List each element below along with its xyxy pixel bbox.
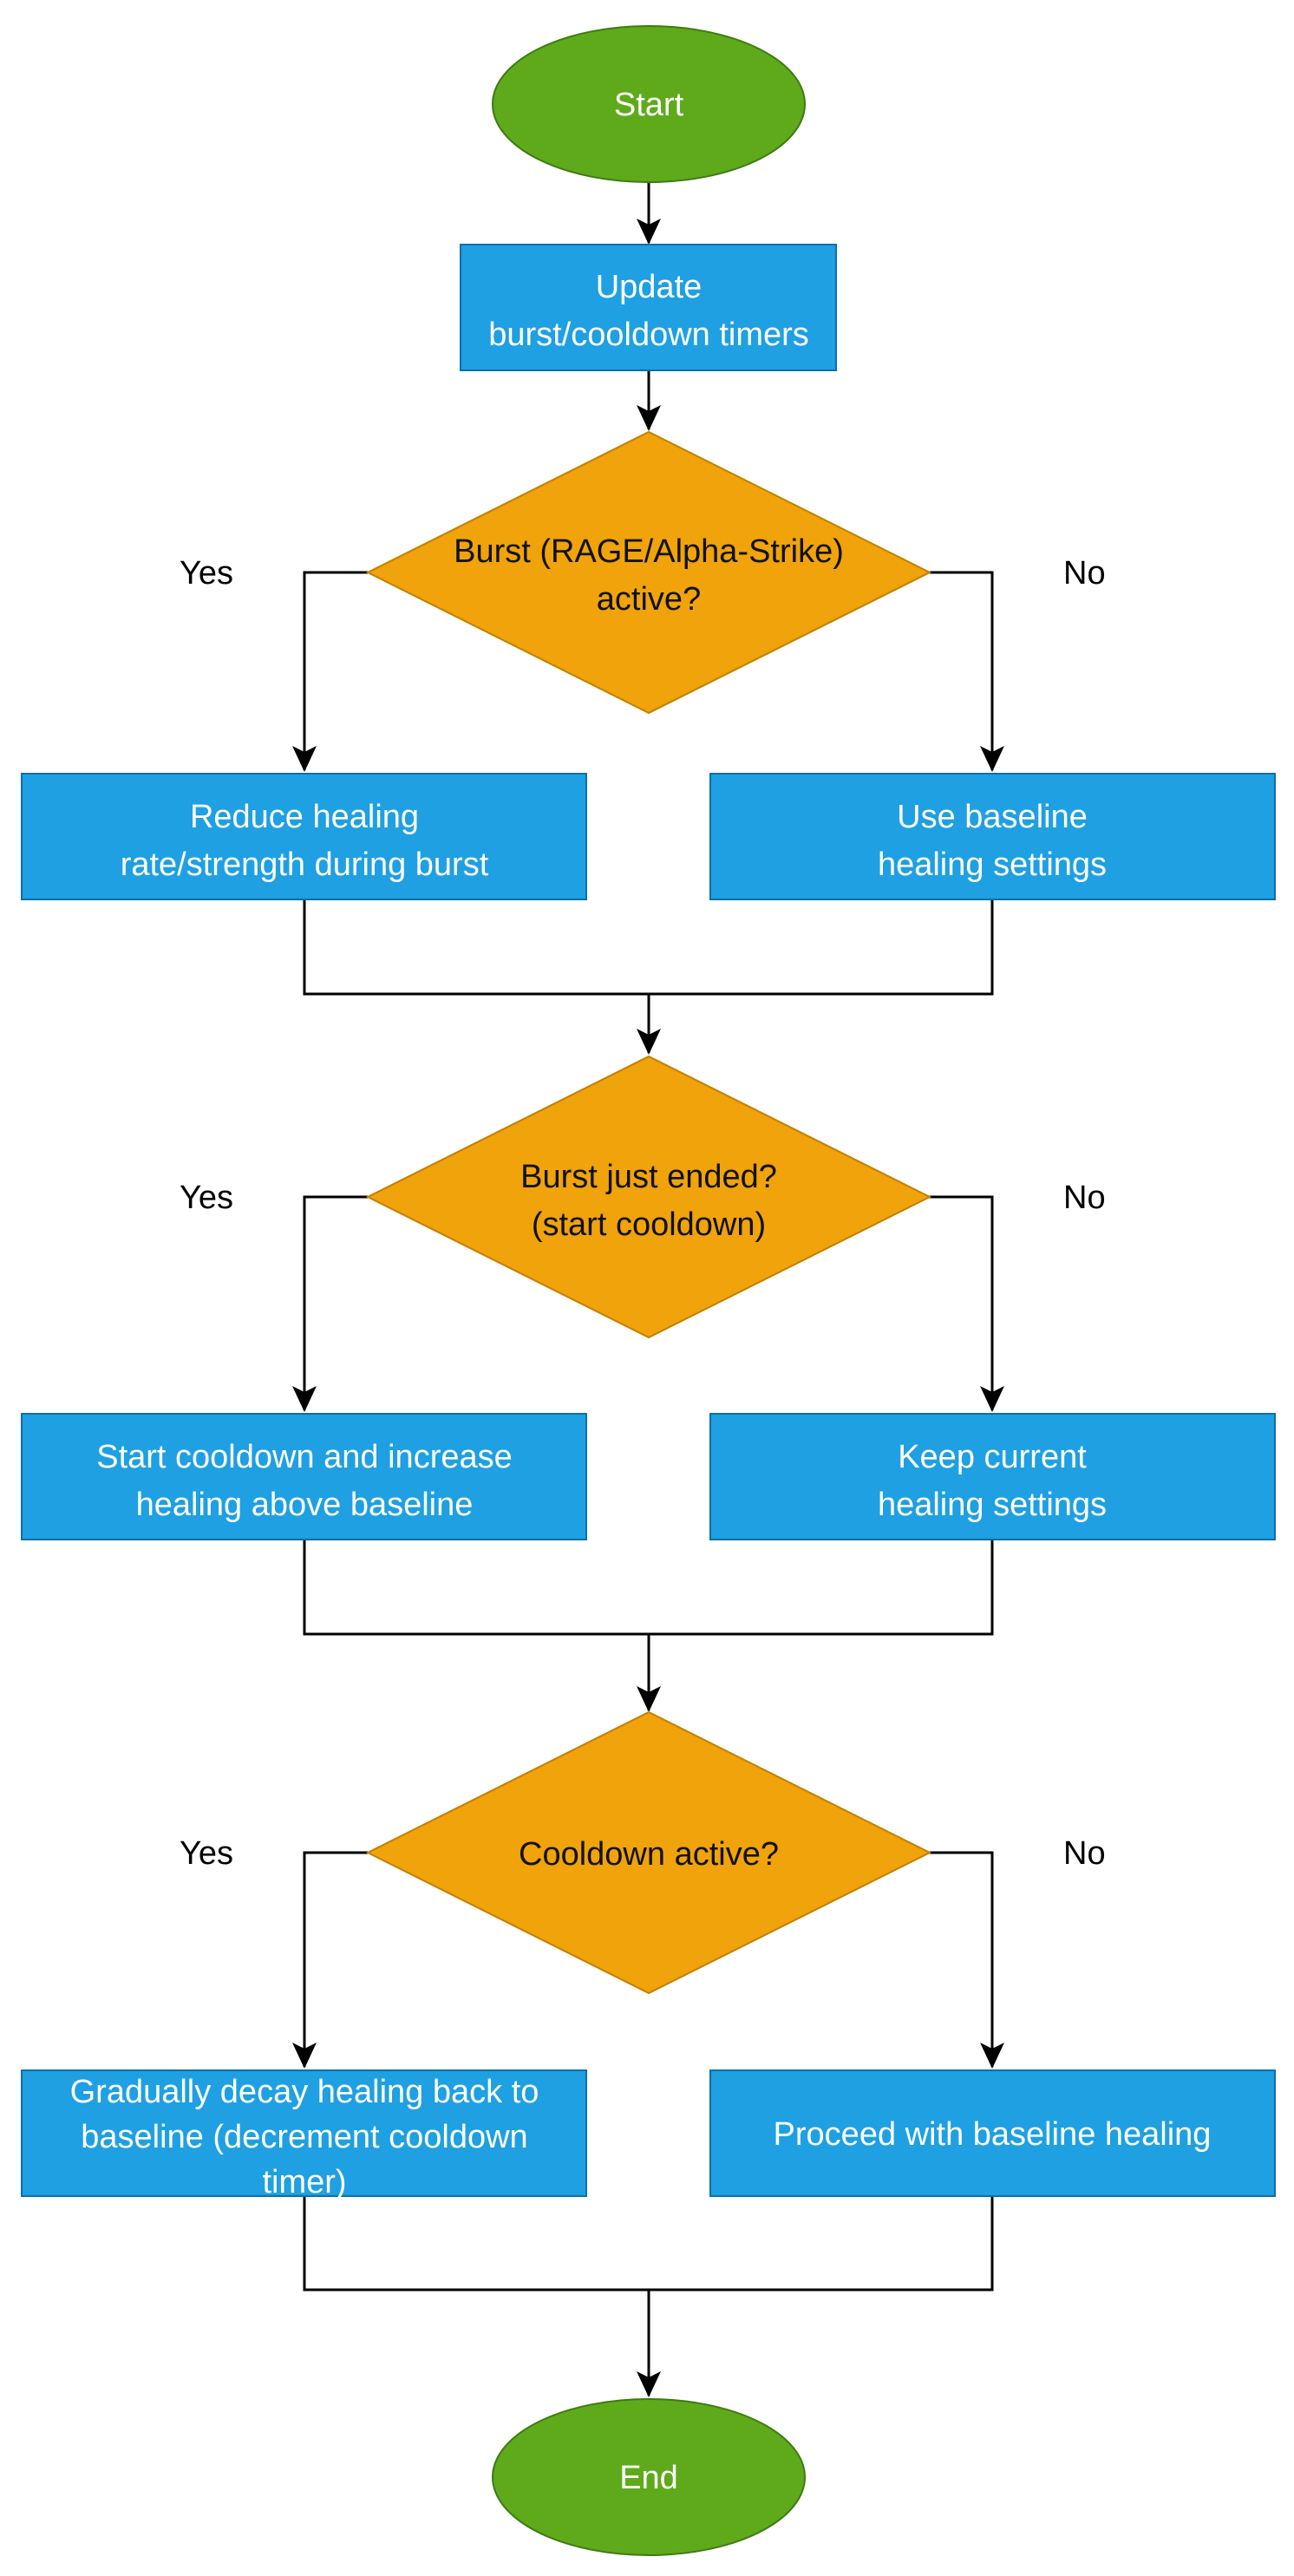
start-cooldown-label: Start cooldown and increase healing above… bbox=[96, 1439, 513, 1523]
label-line: healing settings bbox=[878, 847, 1107, 883]
branch-labels: Yes No Yes No Yes No bbox=[180, 555, 1106, 1872]
label-line: healing above baseline bbox=[136, 1487, 474, 1523]
label-line: burst/cooldown timers bbox=[488, 317, 809, 353]
start-shape bbox=[492, 25, 806, 183]
burst-ended-shape bbox=[365, 1055, 932, 1339]
label-line: Burst just ended? bbox=[520, 1159, 777, 1195]
arrowhead-proceed bbox=[980, 2043, 1004, 2069]
decision3-yes-label: Yes bbox=[180, 1835, 233, 1872]
proceed-baseline-label: Proceed with baseline healing bbox=[774, 2116, 1212, 2153]
decision2-yes-label: Yes bbox=[180, 1180, 233, 1216]
decision1-no-label: No bbox=[1063, 555, 1106, 592]
arrowhead-update bbox=[637, 219, 661, 245]
node-proceed-baseline: Proceed with baseline healing bbox=[709, 2069, 1276, 2197]
edge-reduce-to-merge1 bbox=[303, 900, 994, 996]
arrowhead-decision2 bbox=[637, 1029, 661, 1055]
end-label: End bbox=[619, 2460, 678, 2496]
edge-decision3-yes bbox=[303, 1851, 368, 2067]
arrowhead-reduce bbox=[292, 746, 317, 772]
arrowhead-decision1 bbox=[637, 405, 661, 431]
end-shape bbox=[492, 2398, 806, 2556]
node-baseline-settings: Use baseline healing settings bbox=[709, 773, 1276, 900]
update-timers-shape bbox=[460, 244, 837, 371]
node-burst-active: Burst (RAGE/Alpha-Strike) active? bbox=[365, 430, 932, 715]
burst-ended-label: Burst just ended? (start cooldown) bbox=[520, 1159, 777, 1243]
start-cooldown-shape bbox=[21, 1413, 587, 1540]
decay-healing-shape bbox=[21, 2069, 587, 2197]
edge-decision2-no bbox=[930, 1195, 994, 1410]
label-line: Start cooldown and increase bbox=[96, 1439, 513, 1475]
label-line: baseline (decrement cooldown bbox=[81, 2119, 527, 2155]
node-burst-ended: Burst just ended? (start cooldown) bbox=[365, 1055, 932, 1339]
label-line: Keep current bbox=[898, 1439, 1087, 1475]
node-start-cooldown: Start cooldown and increase healing above… bbox=[21, 1413, 587, 1540]
arrowhead-end bbox=[637, 2371, 661, 2397]
cooldown-active-shape bbox=[365, 1710, 932, 1995]
node-start: Start bbox=[492, 25, 806, 183]
burst-active-label: Burst (RAGE/Alpha-Strike) active? bbox=[454, 533, 844, 618]
edge-decision1-yes bbox=[303, 571, 368, 770]
proceed-baseline-shape bbox=[709, 2069, 1276, 2197]
edge-decision3-no bbox=[930, 1851, 994, 2067]
label-line: Gradually decay healing back to bbox=[70, 2074, 539, 2110]
arrowhead-baseline bbox=[980, 746, 1004, 772]
label-line: healing settings bbox=[878, 1487, 1107, 1523]
decay-healing-label: Gradually decay healing back to baseline … bbox=[70, 2074, 539, 2200]
label-line: Burst (RAGE/Alpha-Strike) bbox=[454, 533, 844, 570]
decision3-no-label: No bbox=[1063, 1835, 1106, 1872]
reduce-healing-label: Reduce healing rate/strength during burst bbox=[121, 799, 489, 883]
label-line: Start bbox=[614, 87, 684, 123]
baseline-settings-shape bbox=[709, 773, 1276, 900]
node-end: End bbox=[492, 2398, 806, 2556]
cooldown-active-label: Cooldown active? bbox=[519, 1836, 779, 1873]
baseline-settings-label: Use baseline healing settings bbox=[878, 799, 1107, 883]
edge-start-cooldown-to-merge2 bbox=[303, 1540, 994, 1636]
node-decay-healing: Gradually decay healing back to baseline … bbox=[21, 2069, 587, 2200]
label-line: timer) bbox=[262, 2164, 346, 2200]
node-update-timers: Update burst/cooldown timers bbox=[460, 244, 837, 371]
keep-current-label: Keep current healing settings bbox=[878, 1439, 1107, 1523]
node-cooldown-active: Cooldown active? bbox=[365, 1710, 932, 1995]
keep-current-shape bbox=[709, 1413, 1276, 1540]
label-line: Reduce healing bbox=[190, 799, 419, 835]
label-line: Proceed with baseline healing bbox=[774, 2116, 1212, 2153]
edge-decision1-no bbox=[930, 571, 994, 770]
label-line: End bbox=[619, 2460, 678, 2496]
label-line: Cooldown active? bbox=[519, 1836, 779, 1873]
edge-decision2-yes bbox=[303, 1195, 368, 1410]
update-timers-label: Update burst/cooldown timers bbox=[488, 269, 809, 353]
label-line: Update bbox=[596, 269, 703, 305]
edge-decay-to-merge3 bbox=[303, 2197, 994, 2292]
arrowhead-keep-current bbox=[980, 1386, 1004, 1412]
label-line: rate/strength during burst bbox=[121, 847, 489, 883]
decision1-yes-label: Yes bbox=[180, 555, 233, 592]
node-reduce-healing: Reduce healing rate/strength during burst bbox=[21, 773, 587, 900]
node-keep-current: Keep current healing settings bbox=[709, 1413, 1276, 1540]
label-line: active? bbox=[597, 581, 701, 618]
start-label: Start bbox=[614, 87, 684, 123]
label-line: (start cooldown) bbox=[532, 1206, 766, 1243]
arrowhead-decision3 bbox=[637, 1686, 661, 1712]
label-line: Use baseline bbox=[897, 799, 1088, 835]
arrowhead-decay bbox=[292, 2043, 317, 2069]
decision2-no-label: No bbox=[1063, 1180, 1106, 1216]
arrowhead-start-cooldown bbox=[292, 1386, 317, 1412]
arrowheads bbox=[292, 219, 1004, 2397]
burst-active-shape bbox=[365, 430, 932, 715]
reduce-healing-shape bbox=[21, 773, 587, 900]
